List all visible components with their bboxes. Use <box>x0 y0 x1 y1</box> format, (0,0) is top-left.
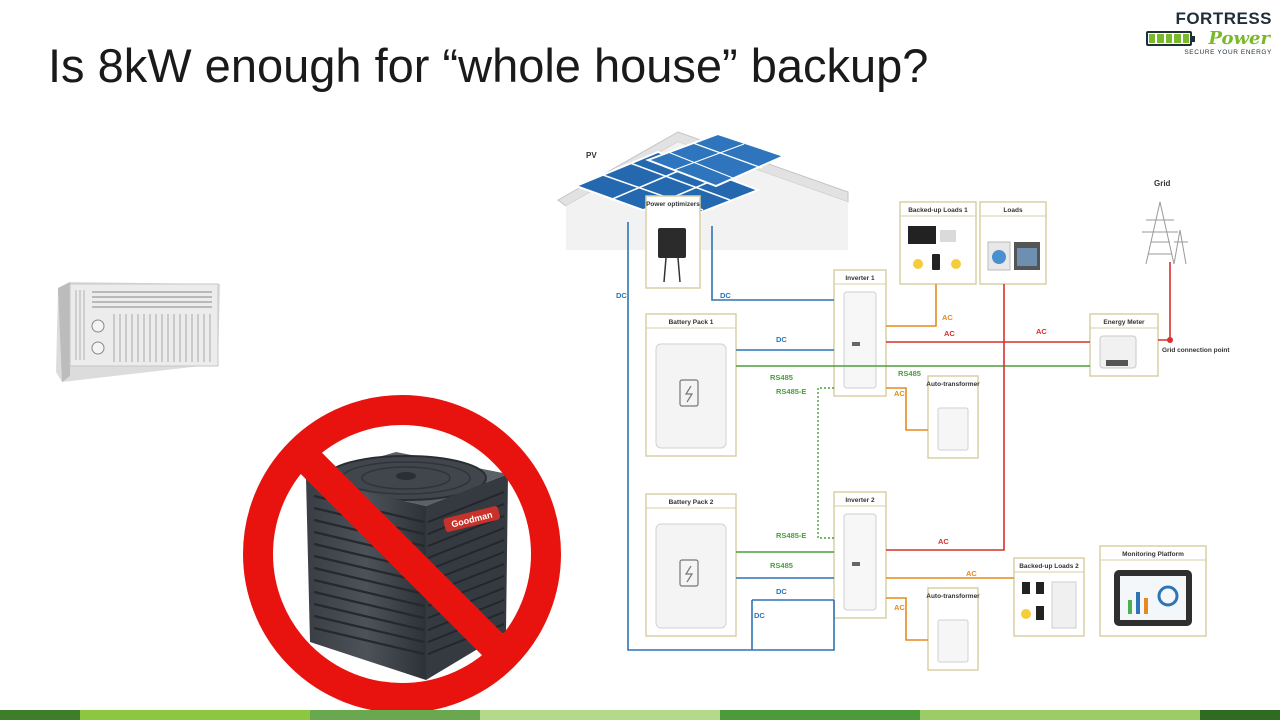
window-ac-image <box>56 282 220 382</box>
inverter-1-device <box>843 291 877 389</box>
pv-label: PV <box>586 151 597 160</box>
dc-label-battery-1: DC <box>776 335 787 344</box>
auto-transformer-1-label: Auto-transformer <box>926 381 980 388</box>
backed-up-loads-2-label: Backed-up Loads 2 <box>1019 563 1079 570</box>
battery-pack-1-label: Battery Pack 1 <box>669 319 714 326</box>
rs485e-label-2: RS485-E <box>776 531 806 540</box>
inverter-1-label: Inverter 1 <box>845 275 875 282</box>
logo-script: Power <box>1208 28 1271 49</box>
rs485-label-battery-2: RS485 <box>770 561 793 570</box>
rs485e-label-1: RS485-E <box>776 387 806 396</box>
ac-label-backed-up-loads-1: AC <box>942 313 953 322</box>
footer-color-band <box>0 710 1280 720</box>
inverter-2-label: Inverter 2 <box>845 497 875 504</box>
prohibited-slash <box>289 441 515 667</box>
central-ac-prohibited: Goodman <box>243 395 561 713</box>
system-diagram: PV Power optimizers Grid Backed-up Loads… <box>557 131 1230 671</box>
slide-title: Is 8kW enough for “whole house” backup? <box>48 39 929 92</box>
dc-label-battery-2: DC <box>776 587 787 596</box>
fortress-power-logo: FORTRESS Power SECURE YOUR ENERGY <box>1144 10 1272 58</box>
loads-label: Loads <box>1003 207 1023 214</box>
backed-up-loads-1-label: Backed-up Loads 1 <box>908 207 968 214</box>
energy-meter-label: Energy Meter <box>1103 319 1145 326</box>
optimizer-device <box>658 228 686 258</box>
rs485-label-battery-1: RS485 <box>770 373 793 382</box>
power-optimizers-label: Power optimizers <box>646 201 700 208</box>
logo-tagline: SECURE YOUR ENERGY <box>1184 49 1272 56</box>
grid-tower-icon <box>1142 201 1188 265</box>
house-roof <box>557 131 849 250</box>
ac-label-inverter-1-grid: AC <box>944 329 955 338</box>
auto-transformer-2-label: Auto-transformer <box>926 593 980 600</box>
monitoring-platform-label: Monitoring Platform <box>1122 551 1184 558</box>
ac-label-inverter-2-grid: AC <box>938 537 949 546</box>
grid-label: Grid <box>1154 179 1171 188</box>
ac-label-backed-up-loads-2: AC <box>966 569 977 578</box>
dc-label-pv-right: DC <box>720 291 731 300</box>
dc-label-pv-left: DC <box>616 291 627 300</box>
prohibited-sign-icon <box>243 395 561 713</box>
rs485-label-inverter-1: RS485 <box>898 369 921 378</box>
ac-label-auto-transformer-2: AC <box>894 603 905 612</box>
logo-name: FORTRESS <box>1175 9 1272 28</box>
grid-connection-point-label: Grid connection point <box>1162 347 1230 354</box>
dc-label-inverter-2: DC <box>754 611 765 620</box>
ac-label-auto-transformer-1: AC <box>894 389 905 398</box>
ac-label-energy-meter: AC <box>1036 327 1047 336</box>
battery-icon <box>1146 31 1195 46</box>
battery-pack-2-label: Battery Pack 2 <box>669 499 714 506</box>
